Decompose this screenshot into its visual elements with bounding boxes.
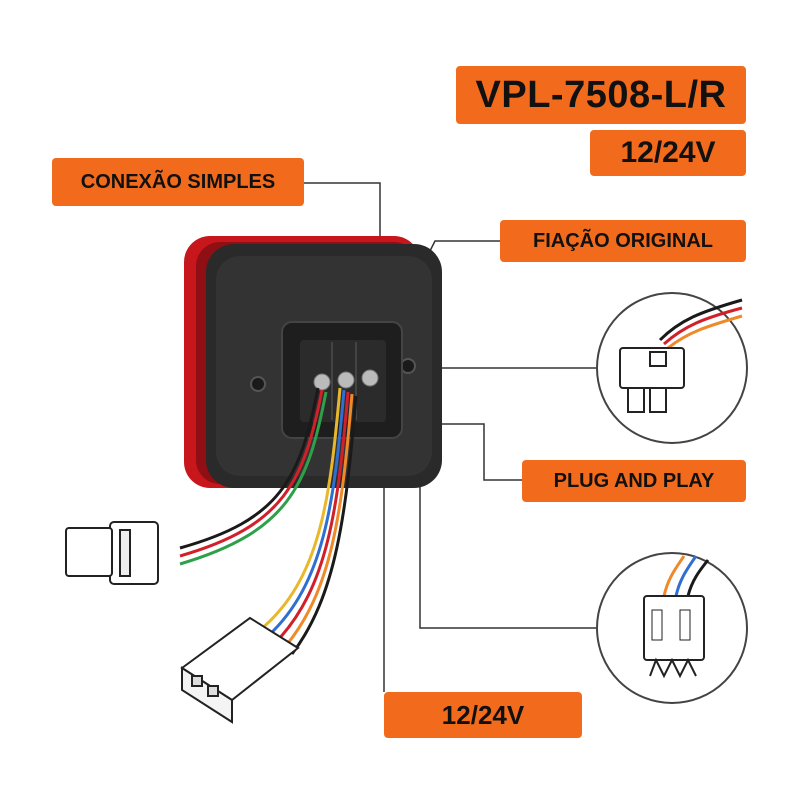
wire-harness (179, 387, 358, 655)
terminal-screw-2 (337, 371, 355, 389)
screw-hole-left (250, 376, 266, 392)
terminal-screw-3 (361, 369, 379, 387)
two-pin-connector (65, 521, 159, 585)
model-label: VPL-7508-L/R (456, 66, 746, 124)
three-pin-plug-icon (596, 552, 748, 704)
fiacao-label: FIAÇÃO ORIGINAL (500, 220, 746, 262)
plug-and-play-label: PLUG AND PLAY (522, 460, 746, 502)
voltage-top-label: 12/24V (590, 130, 746, 176)
tail-lamp (184, 236, 442, 488)
four-pin-connector (180, 616, 300, 724)
voltage-bottom-label: 12/24V (384, 692, 582, 738)
conexao-label: CONEXÃO SIMPLES (52, 158, 304, 206)
two-pin-socket-icon (596, 292, 748, 444)
screw-hole-right (400, 358, 416, 374)
leader-connector-bottom (419, 435, 596, 629)
terminal-screw-1 (313, 373, 331, 391)
